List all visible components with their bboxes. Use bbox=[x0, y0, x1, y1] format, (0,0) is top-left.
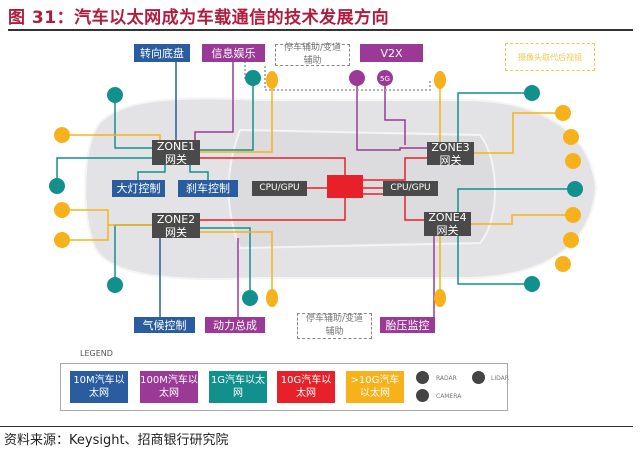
camera-icon bbox=[555, 256, 571, 272]
5g-label: 5G bbox=[380, 75, 390, 83]
legend-10m: 10M汽车以太网 bbox=[70, 371, 128, 403]
camera-icon bbox=[54, 232, 70, 248]
brake-control-box: 刹车控制 bbox=[178, 180, 238, 197]
parking-assist-bottom-box: 停车辅助/变道辅助 bbox=[297, 313, 372, 339]
camera-icon bbox=[555, 105, 571, 121]
link-10g bbox=[200, 157, 346, 175]
radar-icon bbox=[49, 178, 65, 194]
radar-icons bbox=[49, 70, 583, 306]
footer-divider bbox=[0, 426, 633, 427]
link-100m bbox=[194, 62, 234, 140]
cpu-gpu-left: CPU/GPU bbox=[252, 181, 307, 196]
camera-icons bbox=[54, 71, 581, 307]
ultrasonic-icon bbox=[434, 289, 446, 307]
cpu-gpu-right: CPU/GPU bbox=[383, 181, 438, 196]
radar-icon bbox=[245, 70, 261, 86]
legend-over10g: >10G汽车以太网 bbox=[346, 371, 404, 403]
figure-title: 图 31：汽车以太网成为车载通信的技术发展方向 bbox=[8, 8, 390, 28]
legend-label: LEGEND bbox=[80, 349, 113, 358]
camera-icon bbox=[563, 232, 579, 248]
steering-chassis-box: 转向底盘 bbox=[134, 44, 190, 62]
lidar-icon bbox=[472, 371, 485, 384]
5g-icon bbox=[377, 70, 393, 86]
legend-radar: RADAR bbox=[436, 375, 457, 382]
radar-icon bbox=[524, 276, 540, 292]
legend-100m: 100M汽车以太网 bbox=[140, 371, 198, 403]
ultrasonic-icon bbox=[266, 289, 278, 307]
tire-pressure-box: 胎压监控 bbox=[380, 317, 435, 333]
ultrasonic-icon bbox=[434, 71, 446, 89]
camera-icon bbox=[416, 389, 429, 402]
legend-10g: 10G汽车以太网 bbox=[277, 371, 335, 403]
radar-icon bbox=[416, 371, 429, 384]
legend-camera: CAMERA bbox=[436, 393, 462, 400]
radar-icon bbox=[567, 181, 583, 197]
ultrasonic-icon bbox=[266, 71, 278, 89]
source-note: 资料来源：Keysight、招商银行研究院 bbox=[4, 433, 229, 448]
radar-icon bbox=[524, 85, 540, 101]
climate-control-box: 气候控制 bbox=[134, 317, 195, 333]
camera-icon bbox=[54, 202, 70, 218]
radar-icon bbox=[242, 290, 258, 306]
camera-icon bbox=[54, 127, 70, 143]
radar-icon bbox=[107, 277, 123, 293]
parking-assist-top-box: 停车辅助/变道辅助 bbox=[275, 43, 350, 66]
legend-lidar: LIDAR bbox=[491, 375, 509, 382]
title-divider bbox=[8, 29, 633, 31]
legend: 10M汽车以太网 100M汽车以太网 1G汽车以太网 10G汽车以太网 >10G… bbox=[60, 363, 509, 411]
camera-icon bbox=[565, 153, 581, 169]
legend-1g: 1G汽车以太网 bbox=[209, 371, 267, 403]
link-1g bbox=[114, 100, 152, 149]
v2x-box: V2X bbox=[360, 44, 423, 62]
camera-icon bbox=[563, 129, 579, 145]
headlight-control-box: 大灯控制 bbox=[112, 180, 165, 197]
central-compute bbox=[327, 175, 363, 198]
lidar-icon bbox=[349, 70, 365, 86]
link-over10g bbox=[62, 134, 161, 140]
radar-icon bbox=[107, 87, 123, 103]
infotainment-box: 信息娱乐 bbox=[202, 44, 265, 62]
camera-mirror-box: 摄像头取代后视镜 bbox=[505, 43, 595, 71]
camera-icon bbox=[565, 207, 581, 223]
powertrain-box: 动力总成 bbox=[205, 317, 265, 333]
